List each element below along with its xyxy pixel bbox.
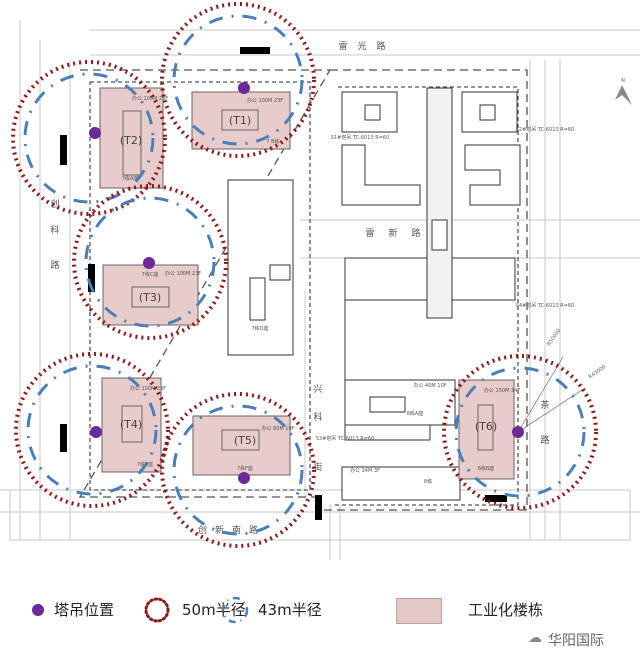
crane-spec-4: S4#塔吊 TC-6013 R=60: [516, 302, 575, 309]
building-note-t3: 办公 100M 23F: [165, 270, 201, 277]
building-name-t5: 7栋F座: [237, 465, 253, 472]
road-west-1: 创: [50, 198, 59, 210]
site-plan: (T1) (T2) (T3) (T4) (T5) (T6) 办公 100M 23…: [0, 2, 640, 560]
building-note-t1: 办公 100M 23F: [247, 97, 283, 104]
cores: [121, 109, 494, 451]
other-buildings: [227, 87, 521, 501]
crane-position-t3: [143, 257, 155, 269]
radius-43-label: R43000: [588, 364, 607, 380]
label-8-note: 办公 14M 3F: [350, 467, 380, 474]
radius-50m-circle-t2: [11, 60, 167, 216]
label-8: 8栋: [424, 478, 432, 485]
crane-position-t6: [512, 426, 524, 438]
radius-50m-circle-t3: [72, 184, 228, 340]
radius-50m-circle-t5: [160, 392, 316, 548]
crane-spec-3: S3#塔吊 TC-6013 R=60: [316, 435, 375, 442]
legend-blue-circle-icon: [221, 596, 249, 624]
building-note-t2: 办公 100M 23F: [132, 95, 168, 102]
crane-group: [11, 2, 598, 548]
building-label-t6: (T6): [475, 420, 497, 433]
legend-r43-label: 43m半径: [258, 601, 322, 619]
label-8a: 8栋A座: [407, 410, 424, 417]
radius-43m-circle-t4: [26, 364, 158, 496]
road-lines: [0, 20, 640, 560]
road-east-2: 路: [540, 434, 549, 446]
crane-spec-1: S1#塔吊 TC-6013 R=60: [331, 134, 390, 141]
legend-industrial-label: 工业化楼栋: [468, 601, 544, 619]
road-north: 雷光路: [338, 40, 395, 52]
building-note-t5: 办公 80M 19F: [261, 425, 294, 432]
radius-43m-circle-t1: [172, 14, 304, 146]
legend-industrial-swatch: [396, 598, 442, 624]
radius-50m-circle-t4: [14, 352, 170, 508]
legend-r50-label: 50m半径: [182, 601, 246, 619]
road-west-3: 路: [50, 259, 59, 271]
crane-position-t4: [90, 426, 102, 438]
radius-43m-circle-t6: [454, 366, 586, 498]
building-name-t2: 7栋A座: [122, 175, 139, 182]
label-7d: 7栋D座: [251, 325, 268, 332]
radius-43m-circle-t2: [23, 72, 155, 204]
north-arrow-icon: [615, 85, 632, 105]
crane-bases: [60, 47, 507, 520]
building-name-t3: 7栋C座: [142, 271, 159, 278]
building-label-t3: (T3): [139, 291, 161, 304]
radius-43m-circle-t5: [172, 404, 304, 536]
road-middle: 雷新路: [365, 227, 434, 239]
watermark: 华阳国际: [548, 633, 604, 649]
road-east-street-3: 街: [313, 461, 322, 473]
road-west-2: 科: [50, 224, 59, 236]
wechat-icon: ☁: [528, 630, 542, 646]
crane-spec-2: S2#塔吊 TC-6013 R=60: [516, 126, 575, 133]
industrial-buildings: [99, 87, 515, 480]
road-east-street-1: 兴: [313, 384, 322, 395]
building-label-t4: (T4): [120, 418, 142, 431]
building-label-t2: (T2): [120, 134, 142, 147]
north-arrow-label: N: [621, 78, 625, 84]
building-note-t4: 办公 100M 23F: [130, 385, 166, 392]
building-label-t1: (T1): [229, 114, 251, 127]
radius-50m-circle-t1: [160, 2, 316, 158]
legend-crane-label: 塔吊位置: [54, 601, 115, 619]
label-8a-note: 办公 40M 10F: [413, 382, 446, 389]
road-south: 创新南路: [198, 524, 266, 536]
legend: 塔吊位置 50m半径 43m半径 工业化楼栋: [0, 595, 640, 625]
building-label-t5: (T5): [234, 434, 256, 447]
legend-red-circle-icon: [144, 597, 170, 623]
legend-crane-dot-icon: [32, 604, 44, 616]
radius-50m-circle-t6: [442, 354, 598, 510]
radius-43m-circle-t3: [84, 196, 216, 328]
crane-position-t1: [238, 82, 250, 94]
building-name-t1: 7 B栋: [266, 138, 279, 145]
crane-position-t2: [89, 127, 101, 139]
building-name-t6: 8栋B座: [478, 465, 495, 472]
road-east-1: 茶: [540, 399, 549, 411]
road-east-street-2: 科: [313, 411, 322, 423]
building-note-t6: 办公 150M 34F: [484, 387, 520, 394]
crane-position-t5: [238, 472, 250, 484]
